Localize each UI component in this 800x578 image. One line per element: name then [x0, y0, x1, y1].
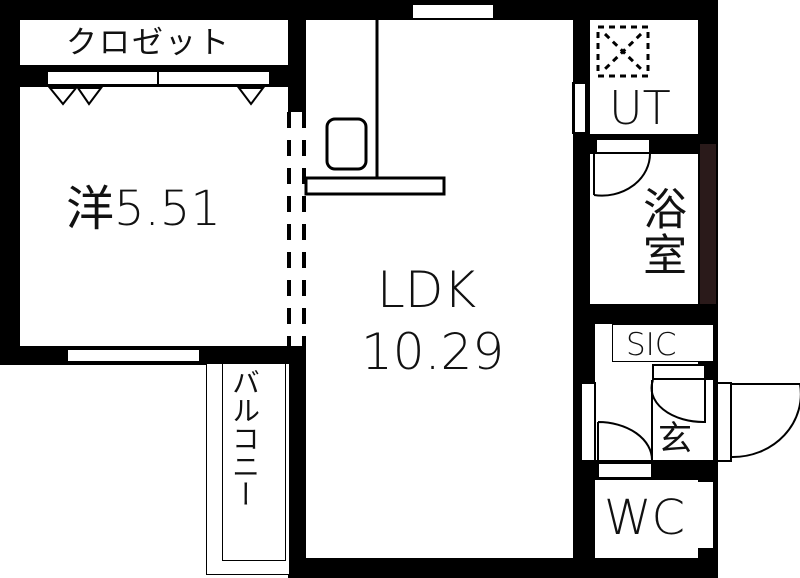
sic-door-frame: [652, 364, 706, 380]
wc-door-frame: [597, 462, 653, 479]
entrance-left-frame: [580, 382, 596, 462]
utility-window: [573, 82, 587, 134]
wall-left: [0, 0, 20, 365]
sic-label: SIC: [626, 327, 677, 363]
utility-label: UT: [609, 81, 671, 135]
sliding-partition-icon: [287, 112, 306, 346]
closet-label: クロゼット: [66, 25, 231, 61]
entrance-label: 玄: [658, 419, 692, 459]
wc-room: [597, 482, 713, 548]
western-room-window: [66, 348, 201, 363]
bathroom-door-frame: [595, 138, 651, 154]
ldk-room: [306, 20, 573, 558]
entrance-door-frame: [716, 382, 732, 462]
ldk-area-label: 10.29: [361, 323, 505, 381]
wall-bath-sic: [590, 304, 718, 324]
western-room: [20, 87, 288, 346]
wall-ldk-left: [288, 346, 306, 578]
closet-sliding-door-right: [157, 70, 271, 86]
entrance-inner-door-swing-icon: [597, 380, 653, 461]
balcony-inner: [222, 363, 286, 561]
kitchen-counter-icon: [304, 20, 446, 196]
sic-door-swing-icon: [650, 379, 706, 424]
bathroom: [590, 154, 698, 304]
sic-room: [612, 324, 714, 362]
wall-bottom: [288, 558, 718, 578]
wall-top: [0, 0, 718, 20]
closet-room: [20, 20, 288, 65]
closet-hanger-icon: [47, 87, 265, 106]
entrance-hall: [595, 380, 713, 460]
western-room-label: 洋5.51: [66, 181, 221, 237]
ldk-label: LDK: [377, 261, 477, 319]
bathroom-label: 浴室: [635, 186, 686, 278]
washing-machine-space-icon: [596, 25, 650, 78]
front-door-swing-icon: [731, 383, 800, 459]
wall-closet-right: [288, 0, 306, 112]
balcony-label: バルコニー: [228, 368, 261, 508]
bathroom-door-swing-icon: [593, 152, 652, 197]
wc-label: WC: [604, 490, 685, 546]
bathroom-right-wall-dark: [700, 144, 716, 312]
ldk-top-window: [411, 3, 495, 20]
